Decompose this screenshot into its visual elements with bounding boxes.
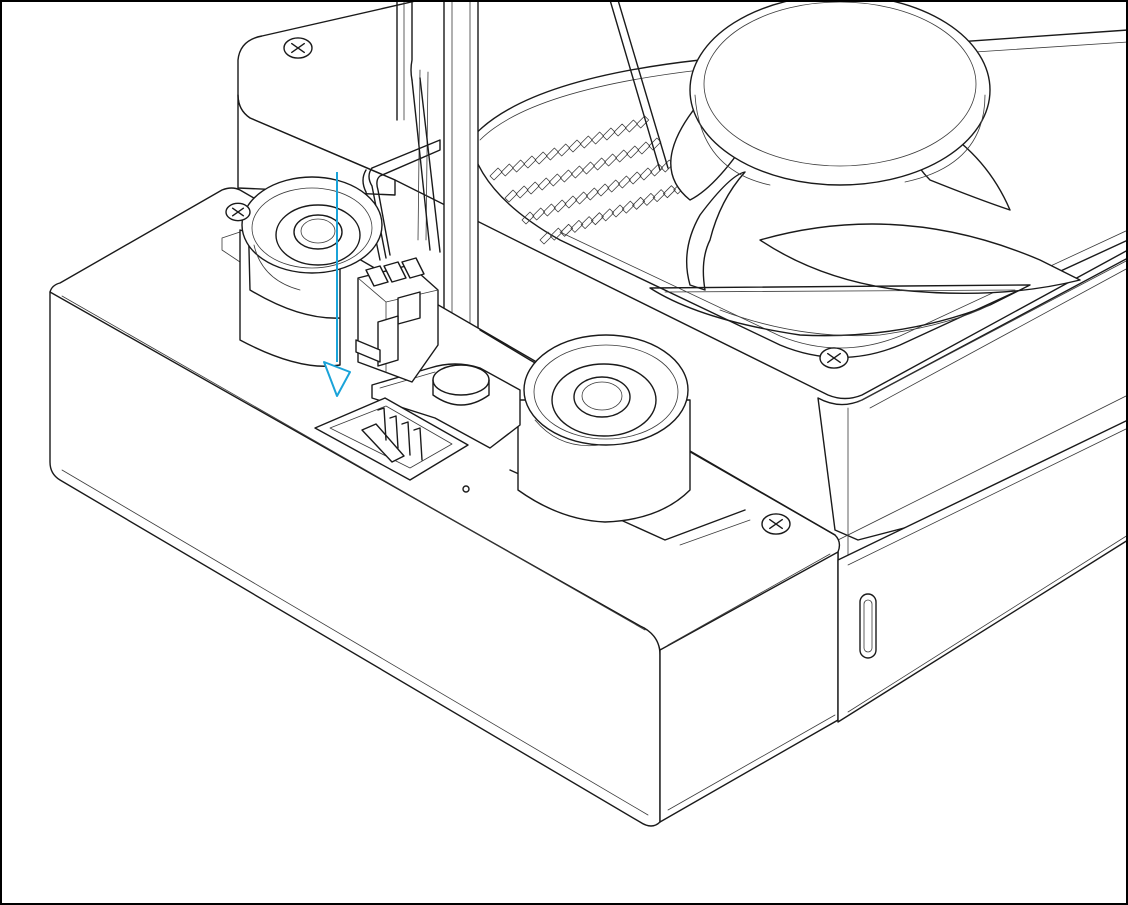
- radiator-fin: [625, 119, 638, 133]
- tube-fitting-icon: [517, 334, 691, 523]
- radiator-fin: [663, 185, 676, 199]
- radiator-fin: [580, 216, 594, 229]
- radiator-fin: [560, 169, 573, 183]
- radiator-fins-icon: [489, 115, 687, 245]
- radiator-fin: [546, 147, 559, 161]
- radiator-fin: [611, 204, 625, 218]
- screw-icon: [225, 202, 251, 222]
- radiator-fin: [523, 155, 537, 169]
- radiator-fin: [650, 163, 663, 177]
- tube-fitting-icon: [239, 176, 383, 367]
- radiator-fin: [632, 196, 645, 210]
- header-socket-icon: [314, 397, 469, 481]
- screw-icon: [283, 37, 313, 59]
- radiator-fin: [532, 207, 546, 221]
- radiator-fin: [602, 127, 616, 141]
- radiator-fin: [579, 135, 593, 149]
- radiator-fin: [571, 165, 584, 179]
- radiator-fin: [570, 220, 584, 233]
- radiator-fin: [613, 123, 627, 137]
- radiator-fin: [526, 181, 540, 195]
- radiator-fin: [548, 173, 562, 187]
- radiator-fin: [636, 115, 650, 129]
- radiator-fin: [615, 149, 629, 163]
- radiator-fin: [626, 145, 640, 159]
- radiator-fin: [652, 189, 666, 202]
- radiator-fin: [549, 227, 563, 241]
- cable-grommet: [371, 363, 521, 449]
- radiator-fin: [557, 143, 571, 157]
- radiator-fin: [621, 200, 635, 214]
- radiator-fin: [642, 193, 656, 206]
- radiator-fin: [591, 212, 604, 226]
- side-slot-icon: [859, 593, 877, 659]
- radiator-fin: [593, 157, 606, 171]
- radiator-fin: [637, 141, 651, 155]
- radiator-fin: [521, 211, 535, 225]
- radiator-fin: [639, 167, 653, 181]
- pump-base-icon: [49, 187, 1128, 827]
- down-arrow-icon: [323, 172, 351, 397]
- radiator-fin: [575, 191, 588, 205]
- radiator-fin: [604, 153, 617, 167]
- radiator-fin: [560, 223, 573, 237]
- radiator-fin: [628, 171, 642, 185]
- radiator-fin: [564, 195, 578, 209]
- radiator-fin: [504, 189, 518, 203]
- radiator-fin: [500, 163, 514, 177]
- radiator-fin: [585, 187, 599, 201]
- screw-icon: [761, 513, 791, 535]
- radiator-fin: [537, 177, 551, 191]
- radiator-fin: [534, 151, 548, 165]
- radiator-fin: [553, 199, 567, 213]
- radiator-fin: [618, 175, 631, 189]
- fan-connector-icon: [355, 257, 439, 383]
- radiator-fin: [539, 231, 553, 245]
- fan-blades: [649, 0, 1081, 337]
- radiator-fin: [596, 183, 610, 197]
- radiator-fin: [568, 139, 582, 153]
- radiator-fin: [543, 203, 556, 217]
- arrow-head: [323, 361, 351, 397]
- radiator-fin: [582, 161, 595, 175]
- radiator-fin: [515, 185, 529, 199]
- screw-icon: [819, 347, 849, 369]
- radiator-fin: [607, 179, 621, 193]
- radiator-fin: [601, 208, 615, 222]
- radiator-fin: [512, 159, 525, 173]
- radiator-fin: [489, 167, 503, 181]
- radiator-fin: [591, 131, 604, 145]
